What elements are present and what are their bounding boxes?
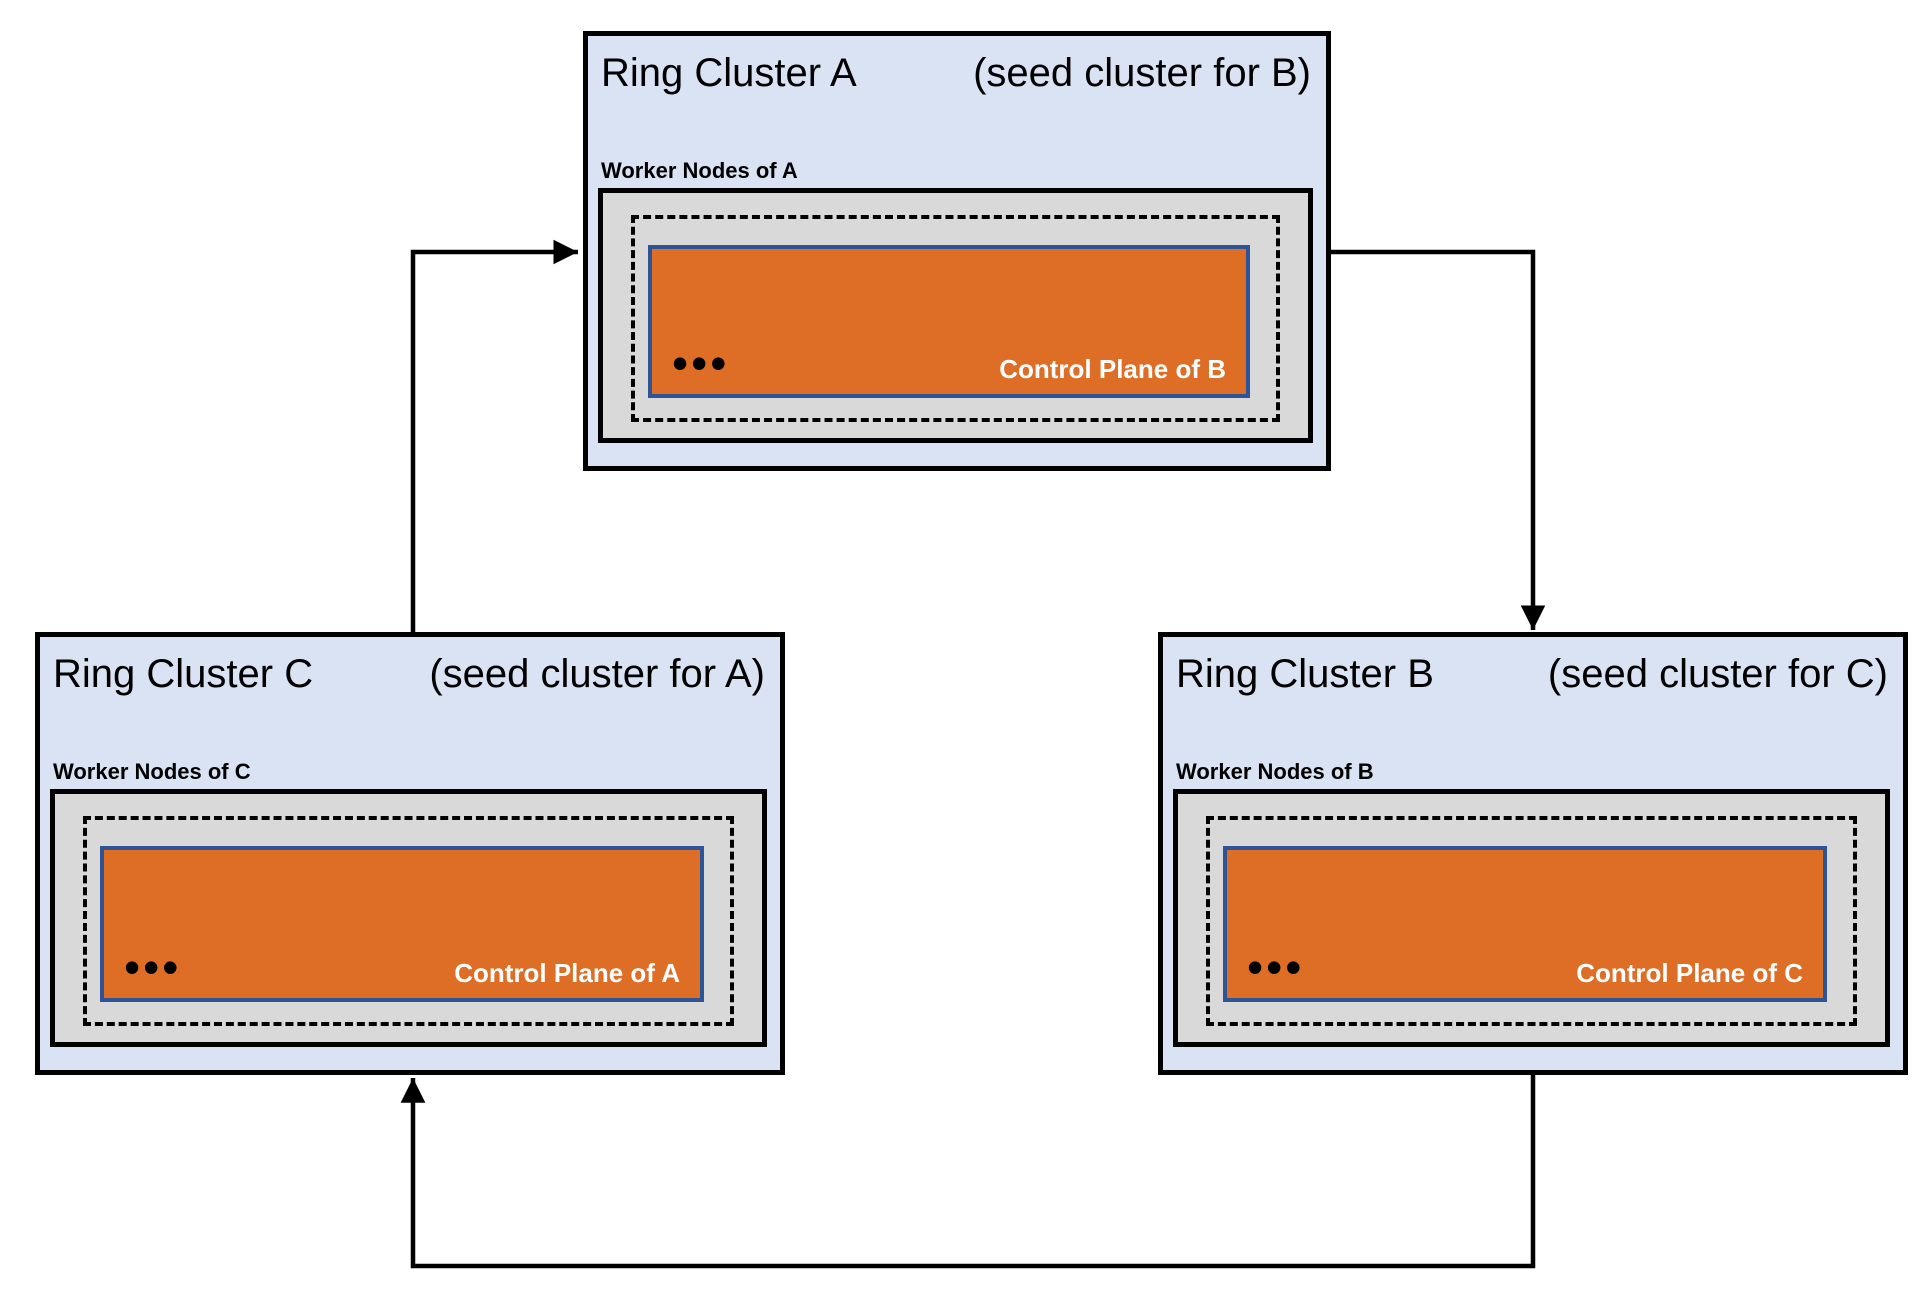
cluster-a-title-row: Ring Cluster A (seed cluster for B)	[588, 36, 1326, 96]
cluster-b-worker-node-box: ••• Control Plane of C	[1173, 789, 1890, 1047]
ellipsis-dots: •••	[672, 336, 730, 389]
ellipsis-dots: •••	[124, 940, 182, 993]
cluster-c-seed-note: (seed cluster for A)	[429, 652, 765, 696]
cluster-a-title: Ring Cluster A	[601, 51, 857, 95]
cluster-box-b: Ring Cluster B (seed cluster for C) Work…	[1158, 632, 1908, 1075]
cluster-c-control-plane-box: ••• Control Plane of A	[100, 846, 704, 1002]
arrow-a-to-b	[1331, 249, 1546, 630]
cluster-box-a: Ring Cluster A (seed cluster for B) Work…	[583, 31, 1331, 471]
arrow-c-to-a	[410, 239, 578, 632]
cluster-box-c: Ring Cluster C (seed cluster for A) Work…	[35, 632, 785, 1075]
arrow-b-to-c	[400, 1075, 1536, 1269]
cluster-c-title: Ring Cluster C	[53, 652, 314, 696]
cluster-c-worker-node-box: ••• Control Plane of A	[50, 789, 767, 1047]
cluster-c-title-row: Ring Cluster C (seed cluster for A)	[40, 637, 780, 697]
cluster-b-node-dashed-frame: ••• Control Plane of C	[1206, 816, 1857, 1026]
ellipsis-dots: •••	[1247, 940, 1305, 993]
cluster-b-title-row: Ring Cluster B (seed cluster for C)	[1163, 637, 1903, 697]
cluster-a-control-plane-box: ••• Control Plane of B	[648, 245, 1250, 398]
cluster-a-control-plane-label: Control Plane of B	[999, 354, 1226, 385]
cluster-b-seed-note: (seed cluster for C)	[1547, 652, 1888, 696]
cluster-a-worker-nodes-label: Worker Nodes of A	[601, 158, 798, 183]
cluster-c-node-dashed-frame: ••• Control Plane of A	[83, 816, 734, 1026]
cluster-b-control-plane-label: Control Plane of C	[1576, 958, 1803, 989]
cluster-c-worker-nodes-label: Worker Nodes of C	[53, 759, 251, 784]
cluster-b-control-plane-box: ••• Control Plane of C	[1223, 846, 1827, 1002]
cluster-b-title: Ring Cluster B	[1176, 652, 1434, 696]
cluster-a-worker-node-box: ••• Control Plane of B	[598, 188, 1313, 443]
cluster-b-worker-nodes-label: Worker Nodes of B	[1176, 759, 1374, 784]
cluster-c-control-plane-label: Control Plane of A	[454, 958, 680, 989]
cluster-a-seed-note: (seed cluster for B)	[973, 51, 1311, 95]
cluster-a-node-dashed-frame: ••• Control Plane of B	[631, 215, 1280, 422]
